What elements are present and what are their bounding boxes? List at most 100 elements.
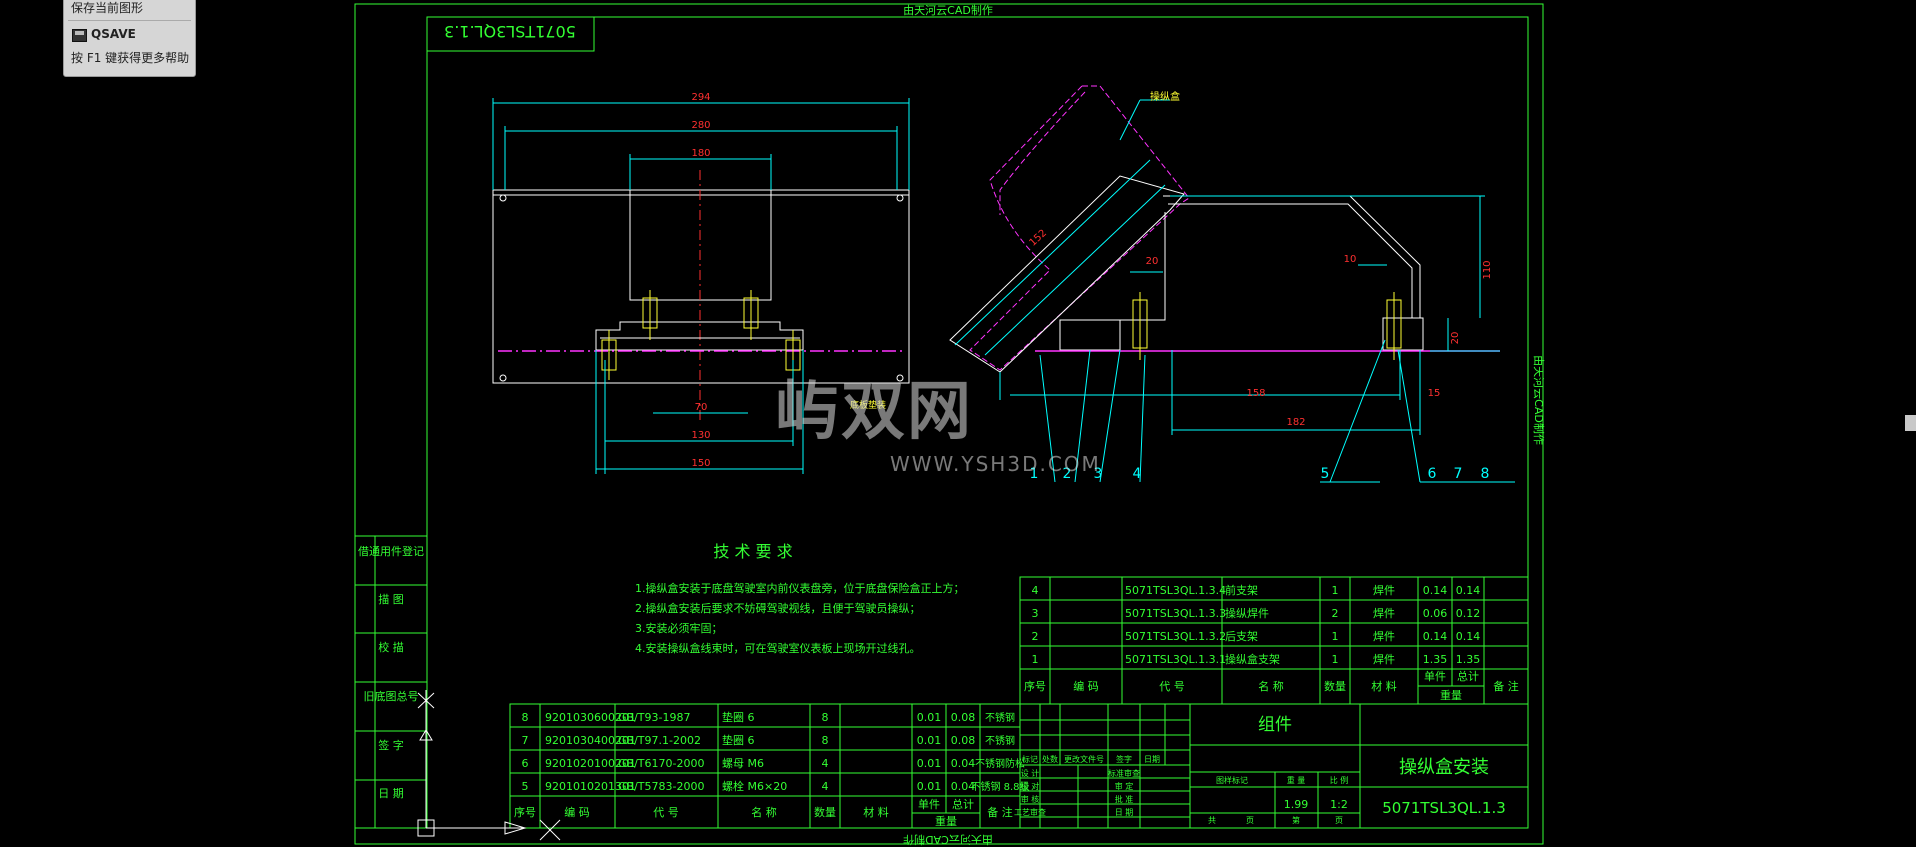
parts-upper-cell: 3 [1032,607,1039,620]
parts-lower-header: 编 码 [564,805,590,819]
parts-lower-header: 名 称 [751,805,777,819]
parts-upper-cell: 5071TSL3QL.1.3.3 [1125,607,1226,620]
parts-upper-header: 材 料 [1371,679,1397,693]
parts-upper-cell: 0.14 [1423,584,1448,597]
parts-upper-cell: 1 [1332,630,1339,643]
ucs-icon[interactable] [417,690,561,841]
parts-upper-cell: 后支架 [1225,630,1258,643]
parts-upper-cell: 2 [1032,630,1039,643]
parts-upper-cell: 5071TSL3QL.1.3.4 [1125,584,1226,597]
parts-upper-cell: 1 [1332,653,1339,666]
balloon-8: 8 [1481,466,1490,482]
parts-lower-cell: 6 [522,757,529,770]
parts-lower-header: 总计 [952,797,974,811]
parts-lower-cell: GB/T6170-2000 [618,757,704,770]
dimension-front-5: 130 [691,430,710,441]
parts-upper-cell: 5071TSL3QL.1.3.2 [1125,630,1226,643]
tooltip-hint: 按 F1 键获得更多帮助 [71,51,190,65]
parts-lower-header: 备 注 [987,805,1013,819]
title-block [1019,703,1529,829]
title-block-label: 批 准 [1115,794,1134,804]
parts-upper-cell: 5071TSL3QL.1.3.1 [1125,653,1226,666]
parts-lower-cell: GB/T5783-2000 [618,780,704,793]
parts-lower-cell: 9201030400201 [545,734,636,747]
dimension-side-5: 158 [1246,388,1265,399]
title-block-label: 日 期 [1115,808,1134,817]
parts-lower-header: 材 料 [863,805,889,819]
title-block-label: 工艺审查 [1014,807,1046,817]
dimension-side-8: 152 [1028,228,1049,249]
parts-lower-cell: 8 [822,734,829,747]
parts-lower-cell: 0.01 [917,780,942,793]
parts-lower-cell: 0.04 [951,757,976,770]
title-block-label: 页 [1246,816,1254,825]
dimension-front-1: 294 [691,92,710,103]
parts-upper-header: 序号 [1024,679,1046,693]
tech-requirements-title: 技 术 要 求 [713,542,792,561]
parts-lower-cell: GB/T97.1-2002 [618,734,701,747]
parts-lower-cell: 9201030600201 [545,711,636,724]
dimension-side-2: 10 [1344,254,1357,265]
dimension-side-6: 15 [1428,388,1441,399]
parts-lower-cell: 垫圈 6 [722,710,755,724]
balloon-2: 2 [1063,466,1072,482]
parts-upper-header: 备 注 [1493,679,1519,693]
frame-right-caption: 由天河云CAD制作 [1532,355,1546,445]
title-block-label: 审 核 [1021,794,1040,804]
parts-lower-cell: 不锈钢 [985,734,1015,747]
parts-upper-cell: 0.06 [1423,607,1448,620]
title-block-label: 设 计 [1021,768,1040,778]
side-view [949,85,1515,483]
parts-lower-cell: 0.01 [917,711,942,724]
side-label: 签 字 [378,738,404,752]
parts-lower-cell: 7 [522,734,529,747]
balloon-1: 1 [1030,466,1039,482]
parts-upper-header: 代 号 [1159,680,1185,693]
parts-upper-header: 名 称 [1258,679,1284,693]
parts-upper-header: 数量 [1324,680,1346,693]
dimension-side-4: 20 [1450,332,1461,345]
frame-top-caption: 由天河云CAD制作 [903,3,993,17]
parts-lower-cell: 4 [822,780,829,793]
title-block-label: 共 [1208,816,1216,825]
title-block-label: 第 [1292,815,1300,825]
parts-upper-cell: 1.35 [1423,653,1448,666]
front-view [492,98,910,474]
parts-upper-mass-label: 重量 [1440,688,1462,702]
parts-upper-cell: 4 [1032,584,1039,597]
stamp-box [426,16,595,52]
title-block-label: 签字 [1116,754,1132,764]
parts-upper-cell: 焊件 [1373,629,1395,643]
parts-upper-cell: 0.14 [1423,630,1448,643]
title-block-label: 重 量 [1287,775,1306,785]
title-block-mass: 1.99 [1284,798,1309,811]
parts-lower-cell: 8 [522,711,529,724]
parts-lower-cell: 9201020100201 [545,757,636,770]
title-block-label: 更改文件号 [1064,754,1104,764]
command-tooltip: 保存当前图形 QSAVE 按 F1 键获得更多帮助 [63,0,196,77]
parts-lower-header: 单件 [918,798,940,811]
parts-lower-header: 代 号 [653,806,679,819]
parts-lower-cell: 不锈钢防松 [975,757,1025,770]
title-block-label: 比 例 [1330,775,1349,785]
tooltip-separator [68,20,191,21]
side-label: 旧底图总号 [364,689,419,703]
parts-upper-cell: 0.12 [1456,607,1481,620]
parts-lower-cell: 9201010201301 [545,780,636,793]
parts-upper-cell: 前支架 [1225,583,1258,597]
inner-frame [426,16,1529,829]
parts-upper-cell: 操纵焊件 [1225,606,1269,620]
title-block-kind: 组件 [1258,715,1292,735]
parts-upper-header: 编 码 [1073,679,1099,693]
parts-upper-cell: 0.14 [1456,630,1481,643]
tooltip-command: QSAVE [91,27,136,41]
parts-table-upper [1019,576,1529,705]
callout-washer: 底板垫装 [850,399,886,411]
vertical-scrollbar[interactable] [1905,415,1916,431]
tech-requirement-line: 2.操纵盒安装后要求不妨碍驾驶视线，且便于驾驶员操纵； [635,601,921,615]
watermark-url: WWW.YSH3D.COM [890,452,1101,476]
parts-lower-cell: 0.08 [951,734,976,747]
parts-lower-cell: 0.01 [917,757,942,770]
dimension-side-1: 20 [1146,256,1159,267]
